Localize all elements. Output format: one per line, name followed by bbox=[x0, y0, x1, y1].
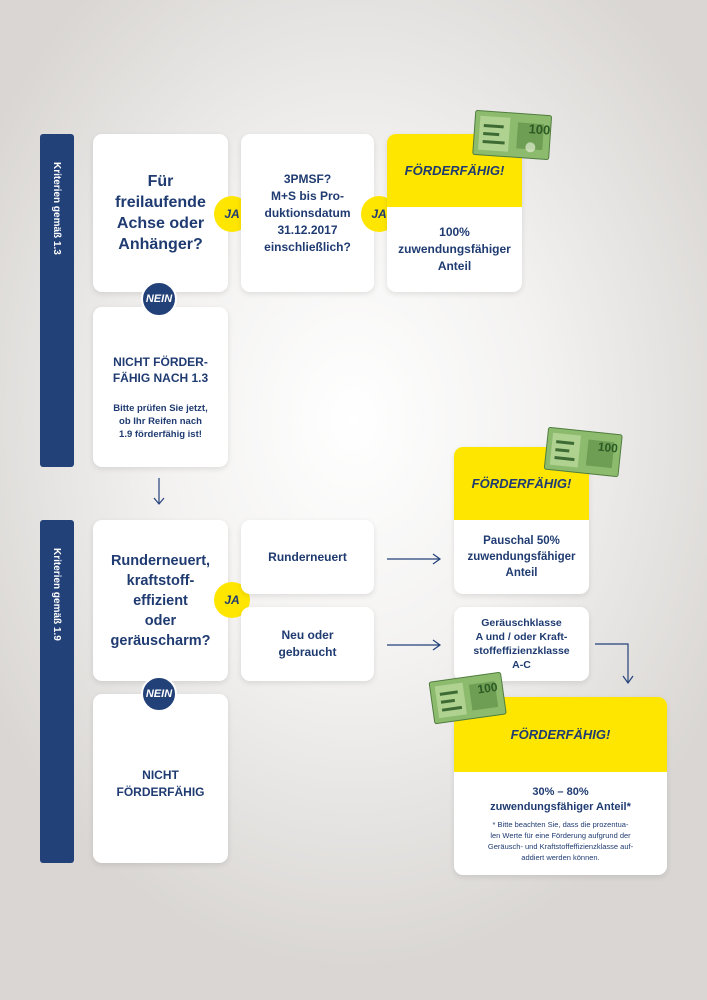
arrow-down-icon bbox=[153, 478, 165, 505]
question-retreaded-text: Runderneuert, kraftstoff- effizient oder… bbox=[110, 552, 211, 649]
result-30-80-card: FÖRDERFÄHIG! 30% – 80% zuwendungsfähiger… bbox=[454, 697, 667, 875]
option-new-card: Neu oder gebraucht bbox=[241, 607, 374, 681]
ja-badge-2-label: JA bbox=[371, 207, 387, 221]
svg-text:100: 100 bbox=[597, 440, 619, 456]
nein-badge-2-label: NEIN bbox=[145, 688, 173, 700]
svg-text:100: 100 bbox=[477, 680, 499, 697]
not-eligible-card: NICHT FÖRDERFÄHIG bbox=[93, 694, 228, 863]
option-new-text: Neu oder gebraucht bbox=[278, 628, 337, 659]
nein-badge-2: NEIN bbox=[141, 676, 177, 712]
result-50-body: Pauschal 50% zuwendungsfähiger Anteil bbox=[467, 535, 576, 579]
svg-text:100: 100 bbox=[528, 121, 551, 137]
euro-bill-icon: 100 bbox=[471, 109, 552, 165]
nein-badge-1-label: NEIN bbox=[145, 293, 173, 305]
option-retreaded-text: Runderneuert bbox=[268, 549, 347, 564]
arrow-right-icon bbox=[387, 553, 442, 565]
ja-badge-1-label: JA bbox=[224, 207, 240, 221]
arrow-down-icon bbox=[595, 643, 634, 685]
not-eligible-text: NICHT FÖRDERFÄHIG bbox=[116, 767, 205, 799]
result-50-head: FÖRDERFÄHIG! bbox=[454, 447, 589, 520]
result-30-80-note: * Bitte beachten Sie, dass die prozentua… bbox=[487, 819, 634, 862]
result-100-body: 100% zuwendungsfähiger Anteil bbox=[398, 225, 511, 273]
not-eligible-1-3-card: NICHT FÖRDER- FÄHIG NACH 1.3 Bitte prüfe… bbox=[93, 307, 228, 467]
question-retreaded-card: Runderneuert, kraftstoff- effizient oder… bbox=[93, 520, 228, 681]
euro-bill-icon: 100 bbox=[543, 426, 624, 483]
noise-class-text: Geräuschklasse A und / oder Kraft- stoff… bbox=[473, 617, 570, 671]
result-30-80-body: 30% – 80% zuwendungsfähiger Anteil* bbox=[490, 785, 631, 813]
option-retreaded-card: Runderneuert bbox=[241, 520, 374, 594]
section-2-label: Kriterien gemäß 1.9 bbox=[51, 548, 63, 641]
result-100-card: FÖRDERFÄHIG! 100% zuwendungsfähiger Ante… bbox=[387, 134, 522, 292]
section-1-label: Kriterien gemäß 1.3 bbox=[51, 162, 63, 255]
nein-badge-1: NEIN bbox=[141, 281, 177, 317]
question-free-axle-card: Für freilaufende Achse oder Anhänger? bbox=[93, 134, 228, 292]
not-eligible-1-3-title: NICHT FÖRDER- FÄHIG NACH 1.3 bbox=[112, 354, 209, 385]
question-free-axle-text: Für freilaufende Achse oder Anhänger? bbox=[115, 173, 206, 253]
section-1-sidebar: Kriterien gemäß 1.3 bbox=[40, 134, 74, 467]
result-50-card: FÖRDERFÄHIG! Pauschal 50% zuwendungsfähi… bbox=[454, 447, 589, 594]
ja-badge-3-label: JA bbox=[224, 593, 240, 607]
result-30-80-body-wrap: 30% – 80% zuwendungsfähiger Anteil* * Bi… bbox=[454, 772, 667, 875]
question-3pmsf-text: 3PMSF? M+S bis Pro- duktionsdatum 31.12.… bbox=[264, 171, 351, 254]
noise-class-card: Geräuschklasse A und / oder Kraft- stoff… bbox=[454, 607, 589, 681]
not-eligible-1-3-hint: Bitte prüfen Sie jetzt, ob Ihr Reifen na… bbox=[113, 402, 208, 440]
arrow-right-icon bbox=[387, 639, 442, 651]
euro-bill-icon: 100 bbox=[428, 671, 508, 730]
section-2-sidebar: Kriterien gemäß 1.9 bbox=[40, 520, 74, 863]
question-3pmsf-card: 3PMSF? M+S bis Pro- duktionsdatum 31.12.… bbox=[241, 134, 374, 292]
